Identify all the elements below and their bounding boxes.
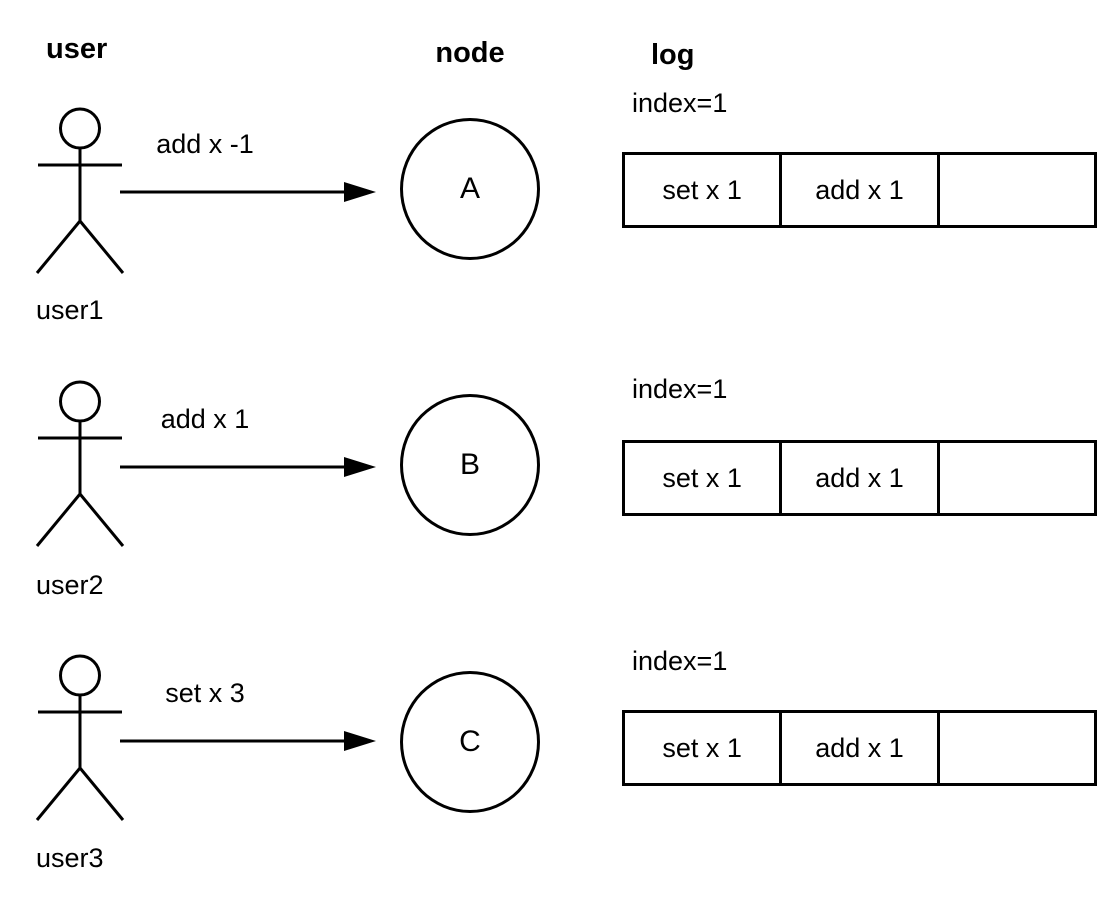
figure-right-leg [78, 767, 125, 821]
user-name-label: user3 [36, 843, 104, 873]
log-table: set x 1 add x 1 [622, 440, 1097, 516]
message-arrow-icon [120, 731, 376, 751]
figure-left-leg [35, 220, 82, 274]
log-cell [940, 443, 1094, 513]
user-name-label: user2 [36, 570, 104, 600]
figure-head [59, 380, 101, 423]
node-circle: C [400, 671, 540, 813]
column-header-log: log [651, 39, 695, 71]
log-cell: add x 1 [782, 155, 940, 225]
figure-right-leg [78, 493, 125, 547]
log-cell [940, 713, 1094, 783]
figure-head [59, 107, 101, 150]
log-index-label: index=1 [632, 374, 728, 404]
log-cell: set x 1 [625, 155, 783, 225]
stick-figure-icon [35, 380, 125, 547]
user-name-label: user1 [36, 295, 104, 325]
log-cell: set x 1 [625, 713, 783, 783]
log-table: set x 1 add x 1 [622, 152, 1097, 228]
message-arrow-icon [120, 182, 376, 202]
node-label: A [459, 172, 480, 205]
figure-head [59, 654, 101, 697]
message-label: add x -1 [156, 129, 254, 159]
stick-figure-icon [35, 107, 125, 274]
figure-left-leg [35, 493, 82, 547]
log-cell: add x 1 [782, 713, 940, 783]
message-label: set x 3 [165, 678, 245, 708]
stick-figure-icon [35, 654, 125, 821]
column-header-node: node [435, 37, 505, 69]
node-label: B [459, 448, 480, 481]
log-cell: set x 1 [625, 443, 783, 513]
message-label: add x 1 [160, 404, 250, 434]
column-header-user: user [46, 33, 108, 65]
log-index-label: index=1 [632, 646, 728, 676]
node-label: C [459, 725, 481, 758]
message-arrow-icon [120, 457, 376, 477]
node-circle: A [400, 118, 540, 260]
figure-right-leg [78, 220, 125, 274]
node-circle: B [400, 394, 540, 536]
log-index-label: index=1 [632, 88, 728, 118]
log-cell [940, 155, 1094, 225]
figure-left-leg [35, 767, 82, 821]
log-cell: add x 1 [782, 443, 940, 513]
log-table: set x 1 add x 1 [622, 710, 1097, 786]
